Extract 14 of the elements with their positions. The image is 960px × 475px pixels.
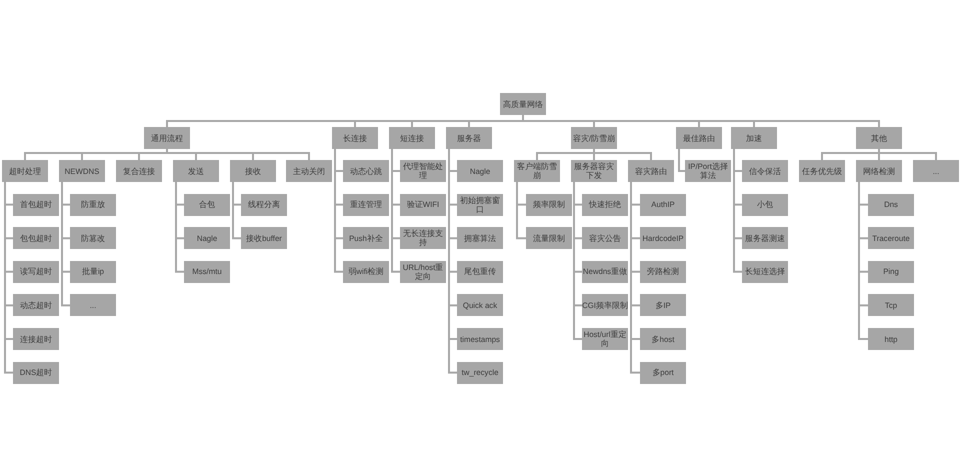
connector-line	[448, 149, 457, 374]
connector-line	[821, 149, 880, 160]
connector-line	[536, 149, 595, 160]
connector-line	[516, 182, 526, 240]
connector-line	[878, 149, 937, 160]
connector-line	[175, 182, 184, 273]
connector-line	[232, 182, 241, 240]
connector-line	[138, 149, 168, 160]
connector-line	[630, 182, 640, 374]
connector-line	[858, 182, 868, 340]
connector-line	[593, 149, 652, 160]
connector-line	[678, 149, 685, 172]
connector-line	[61, 182, 70, 306]
connector-line	[4, 182, 13, 374]
